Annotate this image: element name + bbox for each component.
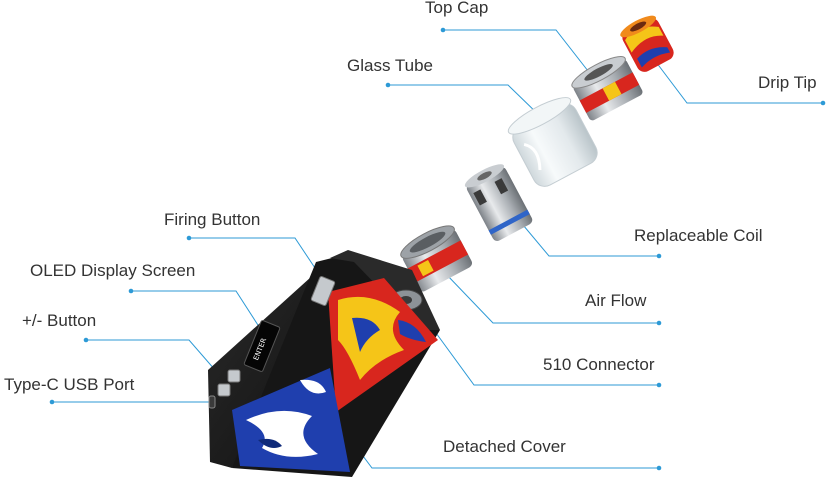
glass-tube-illustration — [507, 97, 598, 187]
leader-plus-minus-button — [83, 337, 223, 379]
leader-510-connector — [427, 321, 662, 388]
label-glass-tube: Glass Tube — [347, 56, 433, 75]
leader-air-flow — [445, 273, 662, 326]
air-flow-ring-illustration — [400, 225, 472, 292]
replaceable-coil-illustration — [464, 164, 533, 241]
leader-type-c-usb — [49, 399, 210, 405]
leader-lines — [49, 27, 826, 471]
leader-glass-tube — [385, 82, 543, 119]
leader-replaceable-coil — [512, 212, 662, 259]
label-top-cap: Top Cap — [425, 0, 489, 17]
label-air-flow: Air Flow — [585, 291, 647, 310]
top-cap-illustration — [571, 56, 643, 121]
label-plus-minus-button: +/- Button — [22, 311, 97, 330]
label-510-connector: 510 Connector — [543, 355, 655, 374]
leader-firing-button — [186, 235, 328, 287]
label-drip-tip: Drip Tip — [758, 73, 817, 92]
label-replaceable-coil: Replaceable Coil — [634, 226, 763, 245]
label-firing-button: Firing Button — [164, 210, 261, 229]
label-detached-cover: Detached Cover — [443, 437, 566, 456]
leader-oled-display — [128, 288, 266, 337]
leader-drip-tip — [652, 57, 826, 106]
label-oled-display-screen: OLED Display Screen — [30, 261, 196, 280]
label-type-c-usb-port: Type-C USB Port — [4, 375, 135, 394]
drip-tip-illustration — [620, 15, 674, 72]
mod-body-illustration: ENTER — [208, 250, 440, 477]
